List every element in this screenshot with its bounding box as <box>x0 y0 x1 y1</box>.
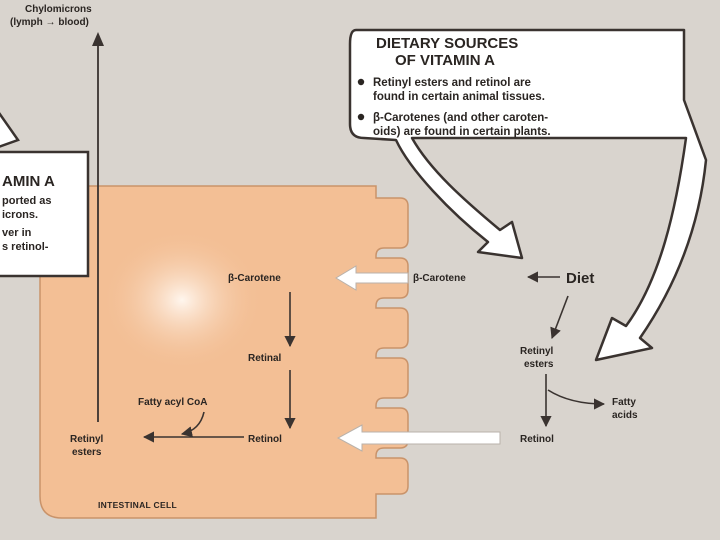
retinol-lumen-label: Retinol <box>520 434 554 445</box>
diet-to-retinyl-esters-arrow <box>550 295 569 340</box>
lymph-blood-label: (lymph → blood) <box>10 17 89 28</box>
cell-highlight <box>102 230 262 370</box>
retinal-label: Retinal <box>248 353 282 364</box>
left-callout-line3: ver in <box>2 227 32 239</box>
dietary-bullet1-line2: found in certain animal tissues. <box>373 91 545 103</box>
chylomicron-export-arrowhead <box>92 32 104 46</box>
retinyl-esters-diet-label-1: Retinyl <box>520 346 554 357</box>
chylomicrons-label: Chylomicrons <box>25 4 92 15</box>
dietary-bullet1-line1: Retinyl esters and retinol are <box>373 77 531 89</box>
left-callout-title: AMIN A <box>2 173 55 190</box>
retinyl-esters-diet-label-2: esters <box>524 359 554 370</box>
fatty-acids-release-arrow <box>547 389 606 410</box>
dietary-bullet2-line2: oids) are found in certain plants. <box>373 126 551 138</box>
beta-carotene-uptake-arrow <box>335 265 409 291</box>
dietary-sources-callout <box>348 28 708 362</box>
bullet-dot-1 <box>357 78 365 86</box>
beta-carotene-lumen-label: β-Carotene <box>413 273 466 284</box>
dietary-bullet2-line1: β-Carotenes (and other caroten- <box>373 112 548 124</box>
retinol-uptake-arrow <box>336 424 501 452</box>
diet-label: Diet <box>566 270 594 287</box>
fatty-acids-label-1: Fatty <box>612 397 636 408</box>
retinyl-esters-cell-label-1: Retinyl <box>70 434 104 445</box>
fatty-acyl-coa-join-arrow <box>180 411 205 438</box>
dietary-title-line1: DIETARY SOURCES <box>376 35 518 52</box>
intestinal-cell-label: INTESTINAL CELL <box>98 500 177 510</box>
retinyl-esters-cell-label-2: esters <box>72 447 102 458</box>
dietary-title-line2: OF VITAMIN A <box>395 52 495 69</box>
beta-carotene-cell-label: β-Carotene <box>228 273 281 284</box>
fatty-acyl-coa-label: Fatty acyl CoA <box>138 397 207 408</box>
left-callout-bubble <box>0 112 90 278</box>
left-callout-line1: ported as <box>2 195 52 207</box>
retinol-cell-label: Retinol <box>248 434 282 445</box>
left-callout-line4: s retinol- <box>2 241 49 253</box>
left-callout-line2: icrons. <box>2 209 38 221</box>
fatty-acids-label-2: acids <box>612 410 638 421</box>
bullet-dot-2 <box>357 113 365 121</box>
